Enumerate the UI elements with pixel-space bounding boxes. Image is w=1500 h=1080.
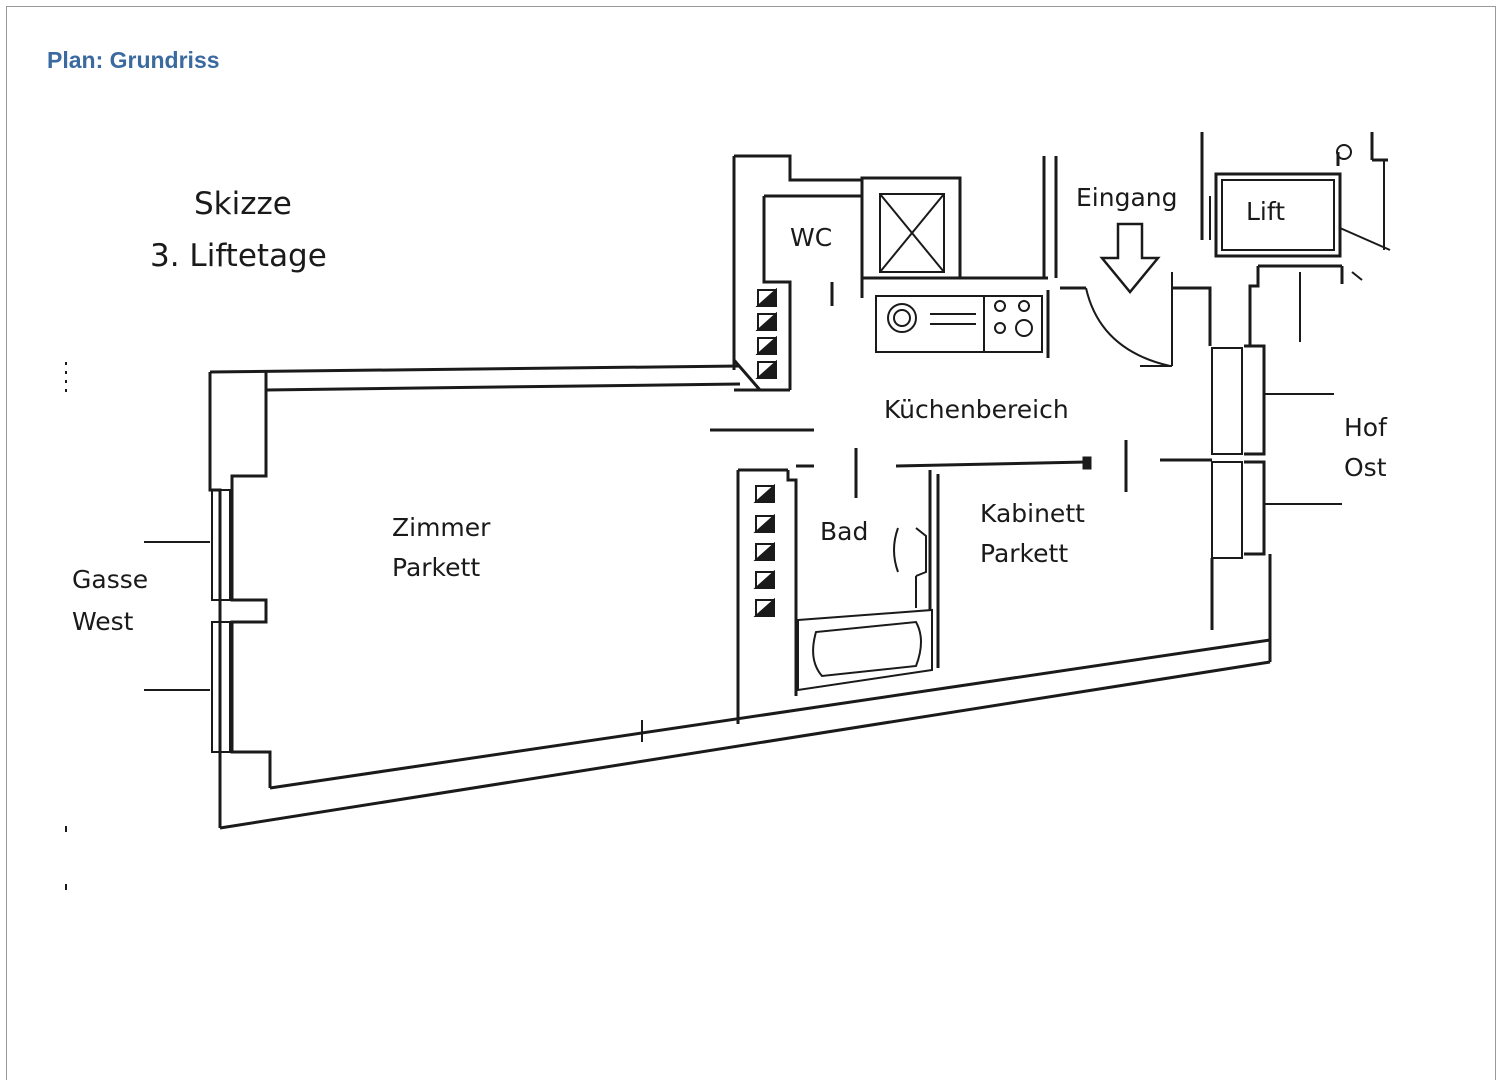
room-label-courtyard-2: Ost bbox=[1344, 453, 1387, 482]
north-wall-zimmer bbox=[209, 364, 741, 392]
room-label-cabinet-2: Parkett bbox=[980, 539, 1068, 568]
room-label-cabinet-1: Kabinett bbox=[980, 499, 1085, 528]
kitchen-counter bbox=[875, 290, 1050, 358]
lift-shaft bbox=[1200, 132, 1391, 284]
south-wall bbox=[219, 638, 1272, 830]
sketch-title: Skizze bbox=[194, 186, 292, 222]
bath-cabinet-partition bbox=[796, 440, 1128, 668]
partition-wall-chimney bbox=[710, 154, 862, 724]
guide-marks bbox=[65, 362, 210, 890]
room-label-zimmer-2: Parkett bbox=[392, 553, 480, 582]
entrance-arrow-icon bbox=[1099, 222, 1161, 294]
room-label-kitchen: Küchenbereich bbox=[884, 395, 1069, 424]
chimney-flues bbox=[753, 287, 777, 617]
room-label-wc: WC bbox=[790, 223, 832, 252]
shower-fixture bbox=[893, 527, 927, 608]
west-wall bbox=[208, 372, 272, 828]
room-label-lane-2: West bbox=[72, 607, 134, 636]
room-label-lane-1: Gasse bbox=[72, 565, 148, 594]
page-title: Plan: Grundriss bbox=[47, 47, 220, 73]
east-wall bbox=[1160, 266, 1342, 640]
entrance-door bbox=[1042, 156, 1200, 367]
ventilation-shaft bbox=[860, 176, 1048, 298]
room-label-lift: Lift bbox=[1246, 197, 1285, 226]
room-label-entrance: Eingang bbox=[1076, 183, 1178, 212]
room-label-bath: Bad bbox=[820, 517, 868, 546]
room-label-courtyard-1: Hof bbox=[1344, 413, 1388, 442]
room-label-zimmer-1: Zimmer bbox=[392, 513, 491, 542]
bathtub bbox=[797, 608, 933, 692]
document-frame bbox=[6, 6, 1496, 1080]
sketch-subtitle: 3. Liftetage bbox=[150, 238, 327, 274]
